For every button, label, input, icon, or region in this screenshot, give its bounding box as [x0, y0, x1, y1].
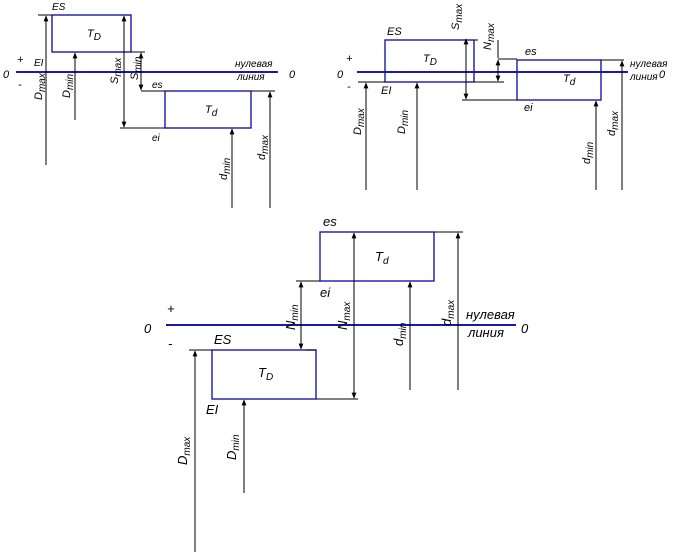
label-plus: +: [346, 53, 353, 65]
label-Td: Td: [205, 104, 218, 119]
label-dmax: dmax: [606, 110, 621, 136]
label-dmax: dmax: [256, 134, 271, 160]
label-zero-line-2: линия: [236, 72, 265, 83]
label-Dmin: Dmin: [396, 109, 411, 134]
label-TD: TD: [87, 28, 101, 43]
label-plus: +: [167, 301, 175, 316]
label-plus: +: [17, 54, 24, 66]
label-zero-line-1: нулевая: [235, 59, 273, 70]
label-EI: EI: [206, 402, 219, 417]
label-ES: ES: [214, 332, 232, 347]
shaft-tolerance-zone: [319, 231, 435, 282]
label-es: es: [323, 214, 337, 229]
label-Dmin: Dmin: [61, 73, 76, 98]
label-zero-right: 0: [521, 321, 529, 336]
label-es: es: [152, 80, 163, 91]
label-dmin: dmin: [218, 157, 233, 180]
label-TD: TD: [423, 53, 437, 68]
label-EI: EI: [381, 85, 391, 97]
hole-tolerance-zone: [384, 39, 475, 83]
interference-fit-diagram: es ei Td ES EI TD 0 0 + - нулевая линия …: [144, 214, 529, 552]
transition-fit-diagram: ES EI TD es ei Td 0 0 + - нулевая линия …: [337, 3, 668, 190]
label-zero-left: 0: [3, 69, 10, 81]
label-Dmin: Dmin: [224, 434, 242, 460]
label-EI: EI: [34, 58, 44, 69]
label-Dmax: Dmax: [175, 436, 193, 465]
label-minus: -: [347, 81, 351, 93]
label-dmin: dmin: [581, 141, 596, 164]
label-zero-left: 0: [144, 321, 152, 336]
label-zero-right: 0: [659, 69, 666, 81]
label-zero-line-1: нулевая: [466, 307, 515, 322]
label-Dmax: Dmax: [352, 107, 367, 135]
label-ei: ei: [320, 285, 331, 300]
label-zero-line-2: линия: [467, 325, 504, 340]
shaft-tolerance-zone: [164, 90, 252, 129]
hole-tolerance-zone: [51, 14, 132, 53]
label-zero-line-2: линия: [629, 72, 658, 83]
label-ES: ES: [52, 2, 66, 13]
label-Smax: Smax: [109, 57, 124, 84]
label-ei: ei: [524, 102, 533, 114]
shaft-tolerance-zone: [516, 59, 602, 101]
label-dmin: dmin: [391, 322, 409, 346]
label-Nmax: Nmax: [335, 301, 353, 330]
label-zero-right: 0: [289, 69, 296, 81]
label-Smax: Smax: [450, 3, 465, 30]
label-Dmax: Dmax: [33, 72, 48, 100]
label-minus: -: [18, 79, 22, 91]
label-es: es: [525, 46, 537, 58]
label-ES: ES: [387, 26, 402, 38]
clearance-fit-diagram: ES EI TD es ei Td 0 0 + - нулевая линия …: [3, 2, 296, 208]
label-ei: ei: [152, 133, 161, 144]
label-Td: Td: [563, 73, 576, 88]
label-zero-line-1: нулевая: [630, 59, 668, 70]
label-zero-left: 0: [337, 69, 344, 81]
label-Smin: Smin: [129, 56, 144, 80]
label-dmax: dmax: [439, 299, 457, 326]
label-TD: TD: [258, 365, 273, 383]
hole-tolerance-zone: [211, 349, 317, 400]
label-Td: Td: [375, 249, 389, 267]
label-minus: -: [168, 336, 173, 351]
label-Nmin: Nmin: [283, 304, 301, 330]
label-Nmax: Nmax: [482, 22, 497, 50]
